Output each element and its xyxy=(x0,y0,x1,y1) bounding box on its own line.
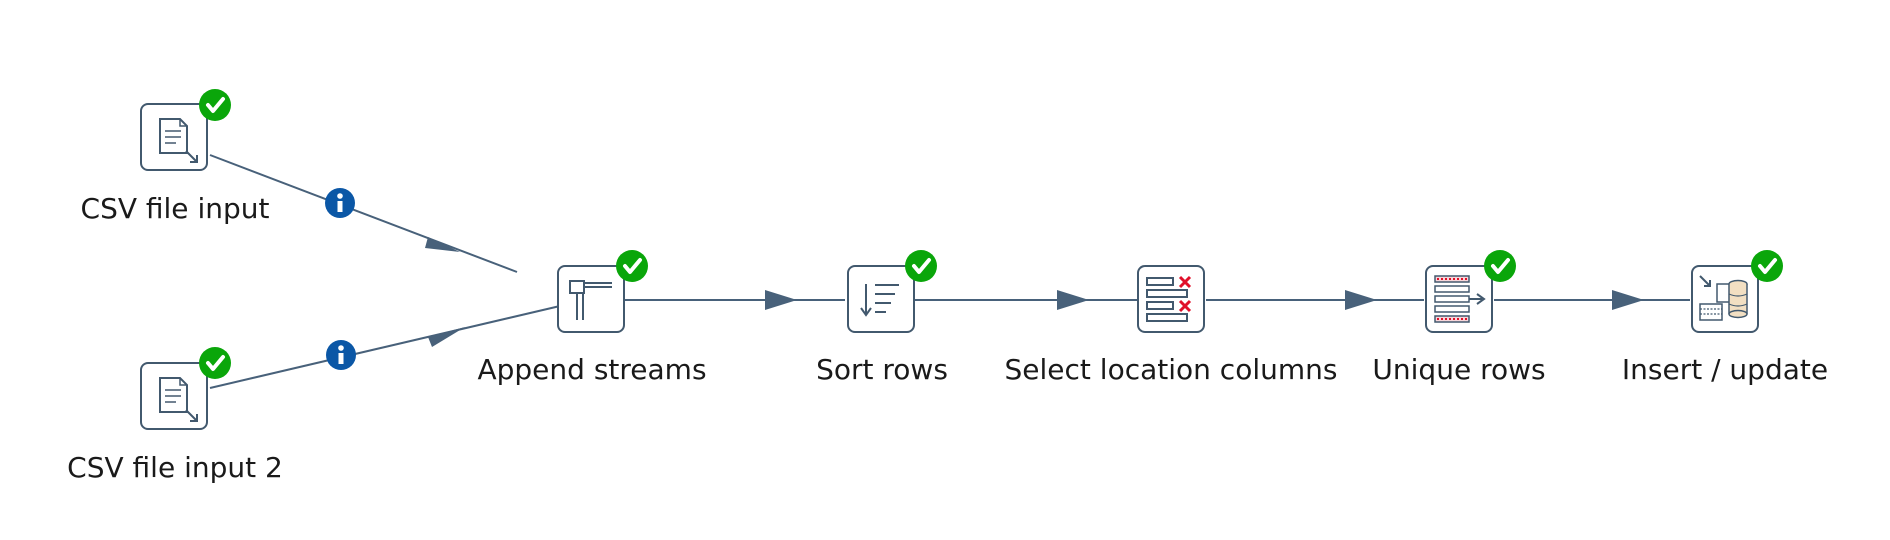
ok-check-icon xyxy=(1484,250,1516,282)
info-icon[interactable] xyxy=(325,188,355,218)
hop-arrowhead xyxy=(1057,290,1089,310)
step-label: Insert / update xyxy=(1622,353,1828,386)
step-label: Unique rows xyxy=(1372,353,1545,386)
hop-arrowhead xyxy=(1612,290,1644,310)
info-icon[interactable] xyxy=(326,340,356,370)
csv-file-icon xyxy=(159,377,198,422)
step-select-location-columns[interactable]: Select location columns xyxy=(1005,265,1338,386)
step-label: Append streams xyxy=(477,353,706,386)
step-box[interactable] xyxy=(557,265,625,333)
hop-append-to-sort[interactable] xyxy=(625,290,845,310)
step-unique-rows[interactable]: Unique rows xyxy=(1372,250,1546,386)
step-csv-file-input-2[interactable]: CSV file input 2 xyxy=(67,347,283,484)
insert-update-icon xyxy=(1699,275,1748,321)
hop-csv1-to-append[interactable] xyxy=(209,154,518,273)
step-box[interactable] xyxy=(1137,265,1205,333)
csv-file-icon xyxy=(159,118,198,163)
hop-csv2-to-append[interactable] xyxy=(209,305,561,389)
hops xyxy=(209,154,1690,389)
sort-rows-icon xyxy=(860,284,899,317)
hop-arrowhead xyxy=(425,237,460,252)
ok-check-icon xyxy=(199,347,231,379)
hop-arrowhead xyxy=(765,290,797,310)
step-box[interactable] xyxy=(1691,265,1759,333)
step-sort-rows[interactable]: Sort rows xyxy=(816,250,948,386)
hop-unique-to-insert[interactable] xyxy=(1494,290,1690,310)
hop-sort-to-select[interactable] xyxy=(915,290,1137,310)
step-label: CSV file input xyxy=(81,192,270,225)
ok-check-icon xyxy=(1751,250,1783,282)
hop-arrowhead xyxy=(428,327,465,347)
step-label: Sort rows xyxy=(816,353,948,386)
step-box[interactable] xyxy=(847,265,915,333)
hop-arrowhead xyxy=(1345,290,1377,310)
step-csv-file-input[interactable]: CSV file input xyxy=(81,89,270,225)
ok-check-icon xyxy=(199,89,231,121)
step-append-streams[interactable]: Append streams xyxy=(477,250,707,386)
ok-check-icon xyxy=(616,250,648,282)
hop-select-to-unique[interactable] xyxy=(1206,290,1424,310)
append-streams-icon xyxy=(569,280,612,320)
step-insert-update[interactable]: Insert / update xyxy=(1622,250,1828,386)
step-label: CSV file input 2 xyxy=(67,451,283,484)
step-label: Select location columns xyxy=(1005,353,1338,386)
select-values-icon xyxy=(1146,275,1192,322)
ok-check-icon xyxy=(905,250,937,282)
unique-rows-icon xyxy=(1434,275,1486,323)
